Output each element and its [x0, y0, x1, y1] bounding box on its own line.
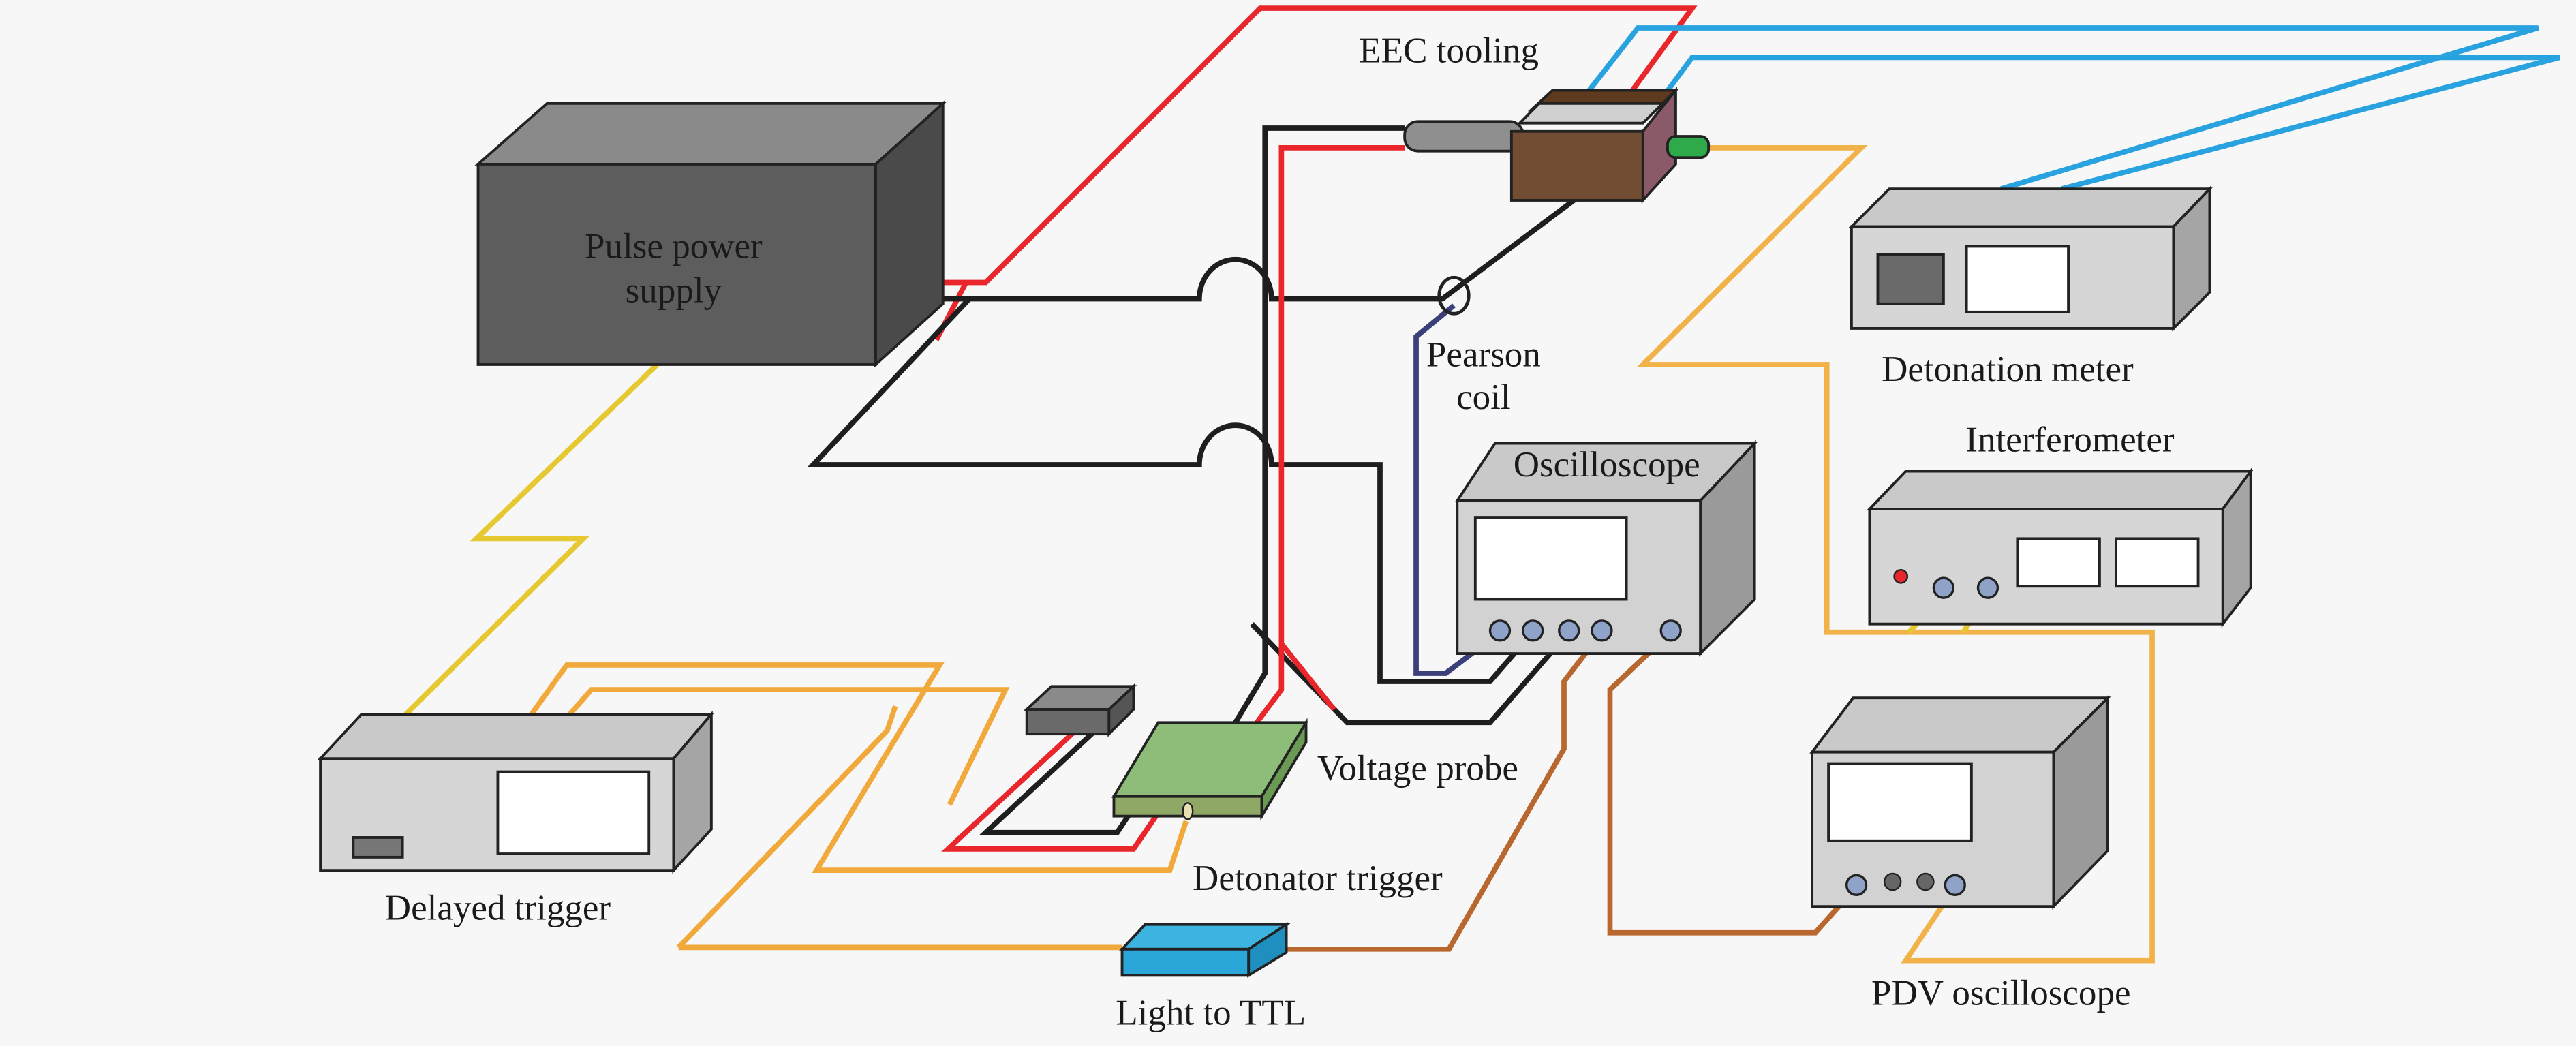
eec-tooling-label: EEC tooling — [1359, 31, 1539, 71]
pulse-power-supply: Pulse power supply — [474, 100, 947, 368]
ground-wire-lower — [807, 296, 1535, 684]
ground-wire-detonator — [979, 720, 1136, 835]
pearson-coil-label-1: Pearson — [1426, 335, 1541, 374]
ground-wire-diag — [1250, 622, 1571, 726]
channel-connector — [1591, 619, 1613, 642]
light-to-ttl-label: Light to TTL — [1116, 994, 1306, 1033]
interferometer-label: Interferometer — [1965, 420, 2175, 460]
channel-connector — [1522, 619, 1544, 642]
hv-wire-detonator — [941, 720, 1161, 852]
fiber-probe-connector — [1666, 135, 1711, 159]
trigger-wire-light-up — [676, 705, 898, 950]
interferometer: Interferometer — [1866, 420, 2254, 628]
ground-wire-vertical — [1233, 125, 1405, 724]
pdv-oscilloscope: PDV oscilloscope — [1809, 694, 2131, 1013]
detonation-wire-1 — [1583, 25, 2539, 191]
detonation-meter-label: Detonation meter — [1882, 350, 2134, 389]
pulse-power-supply-label-2: supply — [626, 271, 722, 310]
coaxial-connector — [1403, 120, 1524, 153]
trigger-wire-ttl-branch — [564, 687, 1010, 806]
indicator-light — [1893, 568, 1909, 584]
detonation-meter: Detonation meter — [1848, 185, 2213, 389]
ttl-wire — [1248, 630, 1604, 952]
hv-wire-vertical — [1255, 145, 1405, 724]
voltage-probe-box — [1023, 683, 1137, 737]
trigger-wire-supply — [400, 363, 659, 720]
hv-wire-top — [887, 5, 1698, 286]
oscilloscope: Oscilloscope — [1454, 440, 1758, 657]
connector — [1976, 576, 1999, 599]
detonation-wire-2 — [1661, 55, 2560, 191]
pdv-oscilloscope-label: PDV oscilloscope — [1871, 974, 2131, 1013]
knob — [1883, 872, 1902, 891]
ground-wire-upper — [878, 183, 1595, 302]
pearson-coil-label-2: coil — [1456, 378, 1511, 417]
channel-connector — [1488, 619, 1512, 642]
channel-connector — [1558, 619, 1580, 642]
knob — [1916, 872, 1935, 891]
pearson-wire — [1413, 303, 1502, 676]
ttl-wire-pdv — [1607, 630, 1858, 936]
pulse-power-supply-label-1: Pulse power — [585, 226, 763, 266]
trigger-connector — [1659, 619, 1682, 642]
trigger-wire-detonator — [527, 662, 1189, 874]
connector — [1932, 576, 1955, 599]
light-to-ttl-box: Light to TTL — [1116, 922, 1306, 1033]
eec-tooling: EEC tooling — [1359, 31, 1711, 204]
optical-wire — [1636, 145, 2155, 964]
voltage-probe-label: Voltage probe — [1317, 749, 1518, 788]
channel-connector — [1845, 874, 1868, 896]
channel-connector — [1944, 874, 1966, 896]
hv-wire-diag — [1279, 642, 1336, 711]
detonator-trigger-box: Voltage probe Detonator trigger — [1111, 718, 1518, 898]
delayed-trigger: Delayed trigger — [317, 710, 715, 927]
detonator-trigger-label: Detonator trigger — [1193, 859, 1443, 898]
delayed-trigger-label: Delayed trigger — [385, 888, 611, 927]
oscilloscope-label: Oscilloscope — [1514, 445, 1700, 484]
pearson-coil — [1437, 275, 1471, 316]
wires — [400, 5, 2560, 964]
